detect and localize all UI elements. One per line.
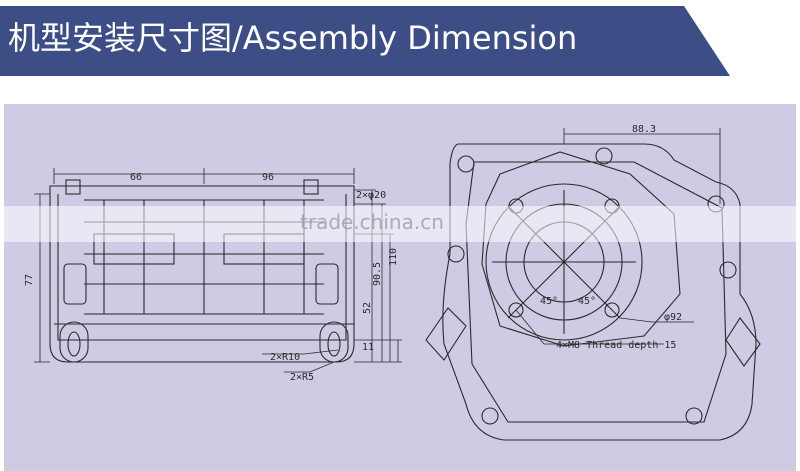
banner-shape bbox=[0, 6, 730, 76]
dim-phi92: φ92 bbox=[664, 312, 682, 323]
dim-52: 52 bbox=[362, 302, 373, 314]
dim-110: 110 bbox=[388, 248, 399, 266]
dim-2x-phi20: 2×φ20 bbox=[356, 190, 386, 201]
right-view-flange bbox=[442, 143, 757, 441]
dim-77: 77 bbox=[24, 274, 35, 286]
assembly-dimension-drawing: 66 96 77 2×φ20 110 90.5 52 11 2×R10 2×R5… bbox=[24, 124, 761, 441]
left-view-mounting-holes bbox=[59, 321, 349, 363]
dim-66: 66 bbox=[130, 172, 142, 183]
watermark-band bbox=[0, 206, 800, 242]
dim-90-5: 90.5 bbox=[372, 262, 383, 286]
angle-45-left: 45° bbox=[540, 296, 558, 307]
title-banner: 机型安装尺寸图/Assembly Dimension bbox=[0, 0, 800, 76]
right-view-dimension-lines bbox=[515, 128, 721, 345]
page-title: 机型安装尺寸图/Assembly Dimension bbox=[8, 19, 578, 57]
dim-88-3: 88.3 bbox=[632, 124, 656, 135]
drawing-panel bbox=[4, 104, 796, 471]
right-view-side-lugs bbox=[425, 307, 761, 367]
dim-11: 11 bbox=[362, 342, 374, 353]
thread-note: 4×M8 Thread depth 15 bbox=[556, 340, 676, 351]
dim-2x-r5: 2×R5 bbox=[290, 372, 314, 383]
dim-96: 96 bbox=[262, 172, 274, 183]
left-view-dimension-lines bbox=[34, 168, 402, 373]
angle-45-right: 45° bbox=[578, 296, 596, 307]
dim-2x-r10: 2×R10 bbox=[270, 352, 300, 363]
watermark-text: trade.china.cn bbox=[300, 210, 444, 234]
